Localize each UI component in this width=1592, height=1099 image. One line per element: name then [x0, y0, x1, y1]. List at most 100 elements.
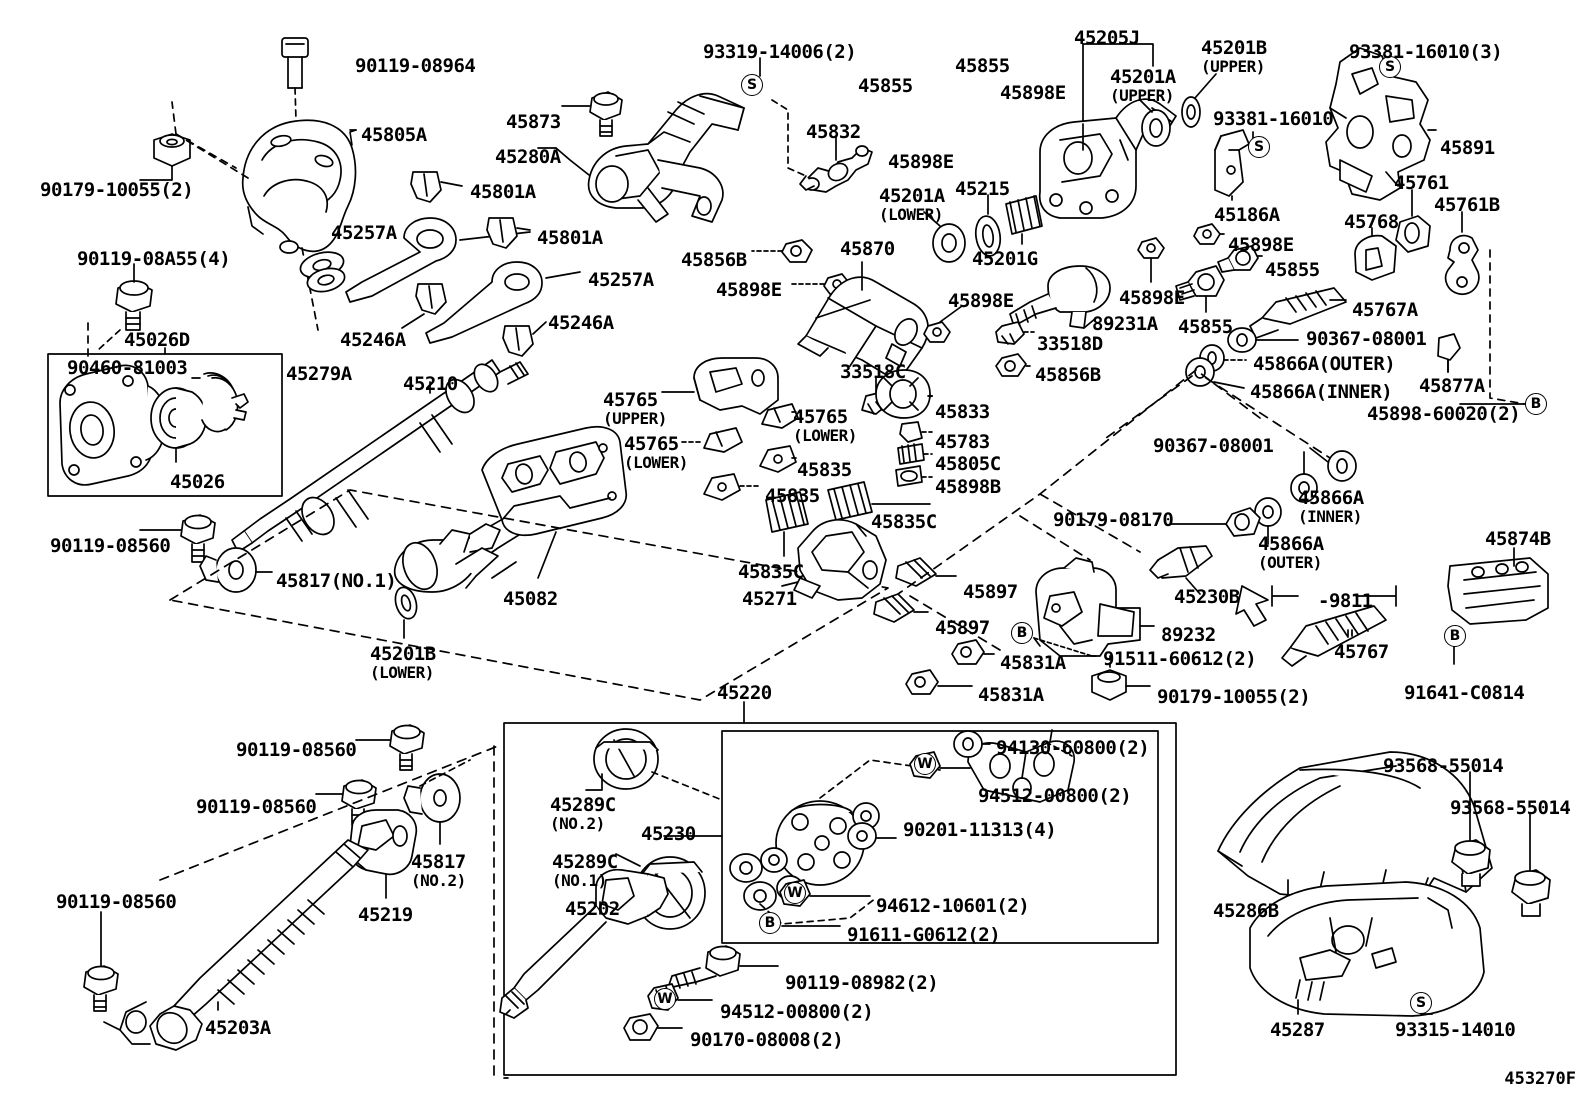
part-label-45856B[interactable]: 45856B: [681, 250, 747, 271]
part-label-9017908170[interactable]: 90179-08170: [1053, 510, 1174, 531]
part-label-45898E[interactable]: 45898E: [716, 280, 782, 301]
part-label-45817NO1[interactable]: 45817(NO.1): [276, 571, 397, 592]
part-label-45219[interactable]: 45219: [358, 905, 413, 926]
part-label-93381160103[interactable]: 93381-16010(3): [1349, 42, 1503, 63]
part-label-45866A[interactable]: 45866A(INNER): [1298, 488, 1364, 526]
part-label-45874B[interactable]: 45874B: [1485, 529, 1551, 550]
part-label-90179100552[interactable]: 90179-10055(2): [1157, 687, 1311, 708]
part-label-9331514010[interactable]: 93315-14010: [1395, 1020, 1516, 1041]
part-label-89231A[interactable]: 89231A: [1092, 314, 1158, 335]
part-label-90179100552[interactable]: 90179-10055(2): [40, 180, 194, 201]
part-label-45280A[interactable]: 45280A: [495, 147, 561, 168]
part-label-45761B[interactable]: 45761B: [1434, 195, 1500, 216]
part-label-9356855014[interactable]: 93568-55014: [1450, 798, 1571, 819]
part-label-9046081003[interactable]: 90460-81003: [67, 358, 188, 379]
part-label-9011908560[interactable]: 90119-08560: [56, 892, 177, 913]
part-label-45257A[interactable]: 45257A: [331, 223, 397, 244]
part-label-9011908964[interactable]: 90119-08964: [355, 56, 476, 77]
part-label-45817[interactable]: 45817(NO.2): [411, 852, 466, 890]
part-label-91641C0814[interactable]: 91641-C0814: [1404, 683, 1525, 704]
part-label-45866A[interactable]: 45866A(OUTER): [1258, 534, 1324, 572]
part-label-45201G[interactable]: 45201G: [972, 249, 1038, 270]
part-label-45215[interactable]: 45215: [955, 179, 1010, 200]
part-label-45186A[interactable]: 45186A: [1214, 205, 1280, 226]
part-label-45026[interactable]: 45026: [170, 472, 225, 493]
part-label-45767[interactable]: 45767: [1334, 642, 1389, 663]
part-label-33518C[interactable]: 33518C: [840, 362, 906, 383]
part-label-45835C[interactable]: 45835C: [738, 562, 804, 583]
part-label-45855[interactable]: 45855: [858, 76, 913, 97]
part-label-45805A[interactable]: 45805A: [361, 125, 427, 146]
part-label-45831A[interactable]: 45831A: [1000, 653, 1066, 674]
part-label-45801A[interactable]: 45801A: [470, 182, 536, 203]
part-label-93319140062[interactable]: 93319-14006(2): [703, 42, 857, 63]
part-label-90201113134[interactable]: 90201-11313(4): [903, 820, 1057, 841]
part-label-45801A[interactable]: 45801A: [537, 228, 603, 249]
part-label-45765[interactable]: 45765(UPPER): [603, 390, 667, 428]
part-label-9036708001[interactable]: 90367-08001: [1306, 329, 1427, 350]
part-label-94512008002[interactable]: 94512-00800(2): [720, 1002, 874, 1023]
part-label-45271[interactable]: 45271: [742, 589, 797, 610]
part-label-45898E[interactable]: 45898E: [888, 152, 954, 173]
part-label-45205J[interactable]: 45205J: [1074, 28, 1140, 49]
part-label-45866AOUTER[interactable]: 45866A(OUTER): [1253, 354, 1396, 375]
part-label-45898600202[interactable]: 45898-60020(2): [1367, 404, 1521, 425]
part-label-45289C[interactable]: 45289C(NO.1): [552, 852, 618, 890]
part-label-45783[interactable]: 45783: [935, 432, 990, 453]
part-label-45202[interactable]: 45202: [565, 899, 620, 920]
part-label-45257A[interactable]: 45257A: [588, 270, 654, 291]
part-label-45210[interactable]: 45210: [403, 374, 458, 395]
part-label-45856B[interactable]: 45856B: [1035, 365, 1101, 386]
part-label-45026D[interactable]: 45026D: [124, 330, 190, 351]
part-label-91511606122[interactable]: 91511-60612(2): [1103, 649, 1257, 670]
part-label-9338116010[interactable]: 93381-16010: [1213, 109, 1334, 130]
part-label-45082[interactable]: 45082: [503, 589, 558, 610]
part-label-94612106012[interactable]: 94612-10601(2): [876, 896, 1030, 917]
part-label-45230B[interactable]: 45230B: [1174, 587, 1240, 608]
part-label-45898E[interactable]: 45898E: [1119, 288, 1185, 309]
part-label-45898E[interactable]: 45898E: [948, 291, 1014, 312]
part-label-9356855014[interactable]: 93568-55014: [1383, 756, 1504, 777]
part-label-33518D[interactable]: 33518D: [1037, 334, 1103, 355]
part-label-91611G06122[interactable]: 91611-G0612(2): [847, 925, 1001, 946]
part-label-45246A[interactable]: 45246A: [340, 330, 406, 351]
part-label-90119089822[interactable]: 90119-08982(2): [785, 973, 939, 994]
part-label-45877A[interactable]: 45877A: [1419, 376, 1485, 397]
part-label-45898B[interactable]: 45898B: [935, 477, 1001, 498]
part-label-9011908A554[interactable]: 90119-08A55(4): [77, 249, 231, 270]
part-label-45287[interactable]: 45287: [1270, 1020, 1325, 1041]
part-label-45765[interactable]: 45765(LOWER): [624, 434, 688, 472]
part-label-45855[interactable]: 45855: [1178, 317, 1233, 338]
part-label-45855[interactable]: 45855: [955, 56, 1010, 77]
part-label-9011908560[interactable]: 90119-08560: [196, 797, 317, 818]
part-label-94512008002[interactable]: 94512-00800(2): [978, 786, 1132, 807]
part-label-45833[interactable]: 45833: [935, 402, 990, 423]
part-label-45832[interactable]: 45832: [806, 122, 861, 143]
part-label-9011908560[interactable]: 90119-08560: [236, 740, 357, 761]
part-label-45870[interactable]: 45870: [840, 239, 895, 260]
part-label-45835[interactable]: 45835: [765, 486, 820, 507]
part-label-90170080082[interactable]: 90170-08008(2): [690, 1030, 844, 1051]
part-label-45230[interactable]: 45230: [641, 824, 696, 845]
part-label-45286B[interactable]: 45286B: [1213, 901, 1279, 922]
part-label-45768[interactable]: 45768: [1344, 212, 1399, 233]
part-label-45201B[interactable]: 45201B(LOWER): [370, 644, 436, 682]
part-label-45831A[interactable]: 45831A: [978, 685, 1044, 706]
part-label-45898E[interactable]: 45898E: [1000, 83, 1066, 104]
part-label-89232[interactable]: 89232: [1161, 625, 1216, 646]
part-label-45835[interactable]: 45835: [797, 460, 852, 481]
part-label-45898E[interactable]: 45898E: [1228, 235, 1294, 256]
part-label-45891[interactable]: 45891: [1440, 138, 1495, 159]
part-label-45866AINNER[interactable]: 45866A(INNER): [1250, 382, 1393, 403]
part-label-45765[interactable]: 45765(LOWER): [793, 407, 857, 445]
part-label-45201B[interactable]: 45201B(UPPER): [1201, 38, 1267, 76]
part-label-45897[interactable]: 45897: [935, 618, 990, 639]
part-label-9811[interactable]: -9811: [1318, 591, 1373, 612]
part-label-45855[interactable]: 45855: [1265, 260, 1320, 281]
part-label-45279A[interactable]: 45279A: [286, 364, 352, 385]
part-label-45201A[interactable]: 45201A(UPPER): [1110, 67, 1176, 105]
part-label-9036708001[interactable]: 90367-08001: [1153, 436, 1274, 457]
part-label-94130608002[interactable]: 94130-60800(2): [996, 738, 1150, 759]
part-label-45203A[interactable]: 45203A: [205, 1018, 271, 1039]
part-label-45761[interactable]: 45761: [1394, 173, 1449, 194]
